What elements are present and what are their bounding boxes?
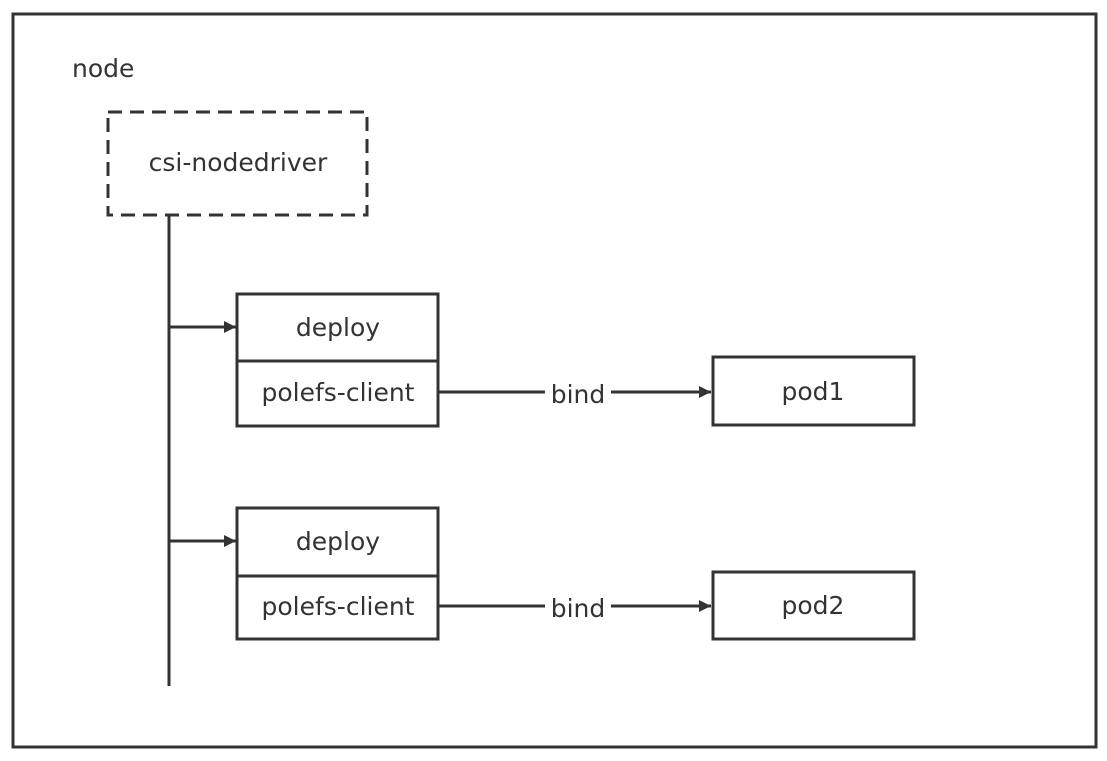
deploy-group-2: deploy polefs-client	[235, 506, 440, 641]
deploy-label: deploy	[296, 527, 380, 556]
node-label: node	[72, 54, 134, 83]
csi-nodedriver-label: csi-nodedriver	[149, 148, 328, 177]
pod-label-1: pod1	[782, 377, 845, 406]
pod-box-2	[711, 570, 916, 641]
polefs-client-label: polefs-client	[261, 592, 414, 621]
bind-label-1: bind	[551, 380, 606, 409]
bind-label-2: bind	[551, 594, 606, 623]
deploy-box	[235, 506, 440, 641]
pod-label-2: pod2	[782, 591, 845, 620]
deploy-group-1: deploy polefs-client	[235, 292, 440, 428]
deploy-label: deploy	[296, 313, 380, 342]
csi-nodedriver-box	[106, 110, 369, 217]
polefs-client-label: polefs-client	[261, 378, 414, 407]
node-container	[11, 12, 1098, 749]
pod-box-1	[711, 355, 916, 427]
